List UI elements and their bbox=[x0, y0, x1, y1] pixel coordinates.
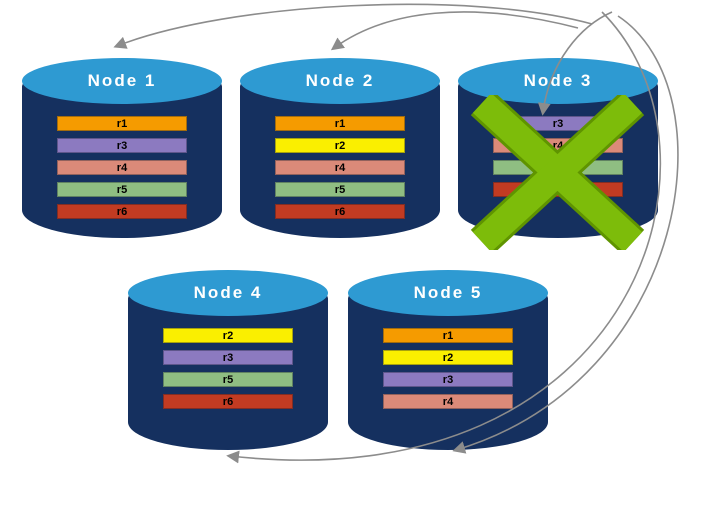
replica-bar-r2: r2 bbox=[275, 138, 405, 153]
node-5-replica-list: r1 r2 r3 r4 bbox=[383, 328, 513, 409]
node-4-cylinder: Node 4 r2 r3 r5 r6 bbox=[128, 270, 328, 452]
replica-bar-r6: r6 bbox=[57, 204, 187, 219]
replica-bar-r1: r1 bbox=[275, 116, 405, 131]
replica-bar-r1: r1 bbox=[57, 116, 187, 131]
replica-bar-r5: r5 bbox=[57, 182, 187, 197]
node-3-cylinder-top: Node 3 bbox=[458, 58, 658, 104]
node-2-replica-list: r1 r2 r4 r5 r6 bbox=[275, 116, 405, 219]
replica-bar-r4: r4 bbox=[383, 394, 513, 409]
node-4-cylinder-top: Node 4 bbox=[128, 270, 328, 316]
replica-bar-r4: r4 bbox=[493, 138, 623, 153]
replica-bar-r5: r5 bbox=[275, 182, 405, 197]
node-4-label: Node 4 bbox=[193, 283, 263, 302]
node-2-cylinder-top: Node 2 bbox=[240, 58, 440, 104]
node-1-cylinder-top: Node 1 bbox=[22, 58, 222, 104]
replica-bar-r6: r6 bbox=[163, 394, 293, 409]
replica-bar-r3: r3 bbox=[163, 350, 293, 365]
node-3-label: Node 3 bbox=[523, 71, 593, 90]
node-3-cylinder: Node 3 r3 r4 r5 r6 bbox=[458, 58, 658, 240]
node-1-replica-list: r1 r3 r4 r5 r6 bbox=[57, 116, 187, 219]
node-4-replica-list: r2 r3 r5 r6 bbox=[163, 328, 293, 409]
node-2-label: Node 2 bbox=[305, 71, 375, 90]
node-1-cylinder: Node 1 r1 r3 r4 r5 r6 bbox=[22, 58, 222, 240]
replica-bar-r3: r3 bbox=[383, 372, 513, 387]
arrow-node3-to-node2 bbox=[330, 11, 579, 51]
replica-bar-r4: r4 bbox=[57, 160, 187, 175]
replica-bar-r4: r4 bbox=[275, 160, 405, 175]
replica-bar-r1: r1 bbox=[383, 328, 513, 343]
replica-bar-r6: r6 bbox=[493, 182, 623, 197]
node-1-label: Node 1 bbox=[87, 71, 157, 90]
replica-bar-r6: r6 bbox=[275, 204, 405, 219]
replica-bar-r5: r5 bbox=[493, 160, 623, 175]
node-5-cylinder: Node 5 r1 r2 r3 r4 bbox=[348, 270, 548, 452]
node-2-cylinder: Node 2 r1 r2 r4 r5 r6 bbox=[240, 58, 440, 240]
node-5-cylinder-top: Node 5 bbox=[348, 270, 548, 316]
replica-bar-r2: r2 bbox=[383, 350, 513, 365]
node-5-label: Node 5 bbox=[413, 283, 483, 302]
node-3-replica-list: r3 r4 r5 r6 bbox=[493, 116, 623, 197]
replica-bar-r5: r5 bbox=[163, 372, 293, 387]
replica-bar-r3: r3 bbox=[57, 138, 187, 153]
replica-bar-r2: r2 bbox=[163, 328, 293, 343]
replica-bar-r3: r3 bbox=[493, 116, 623, 131]
arrow-node3-to-node1 bbox=[113, 3, 593, 49]
